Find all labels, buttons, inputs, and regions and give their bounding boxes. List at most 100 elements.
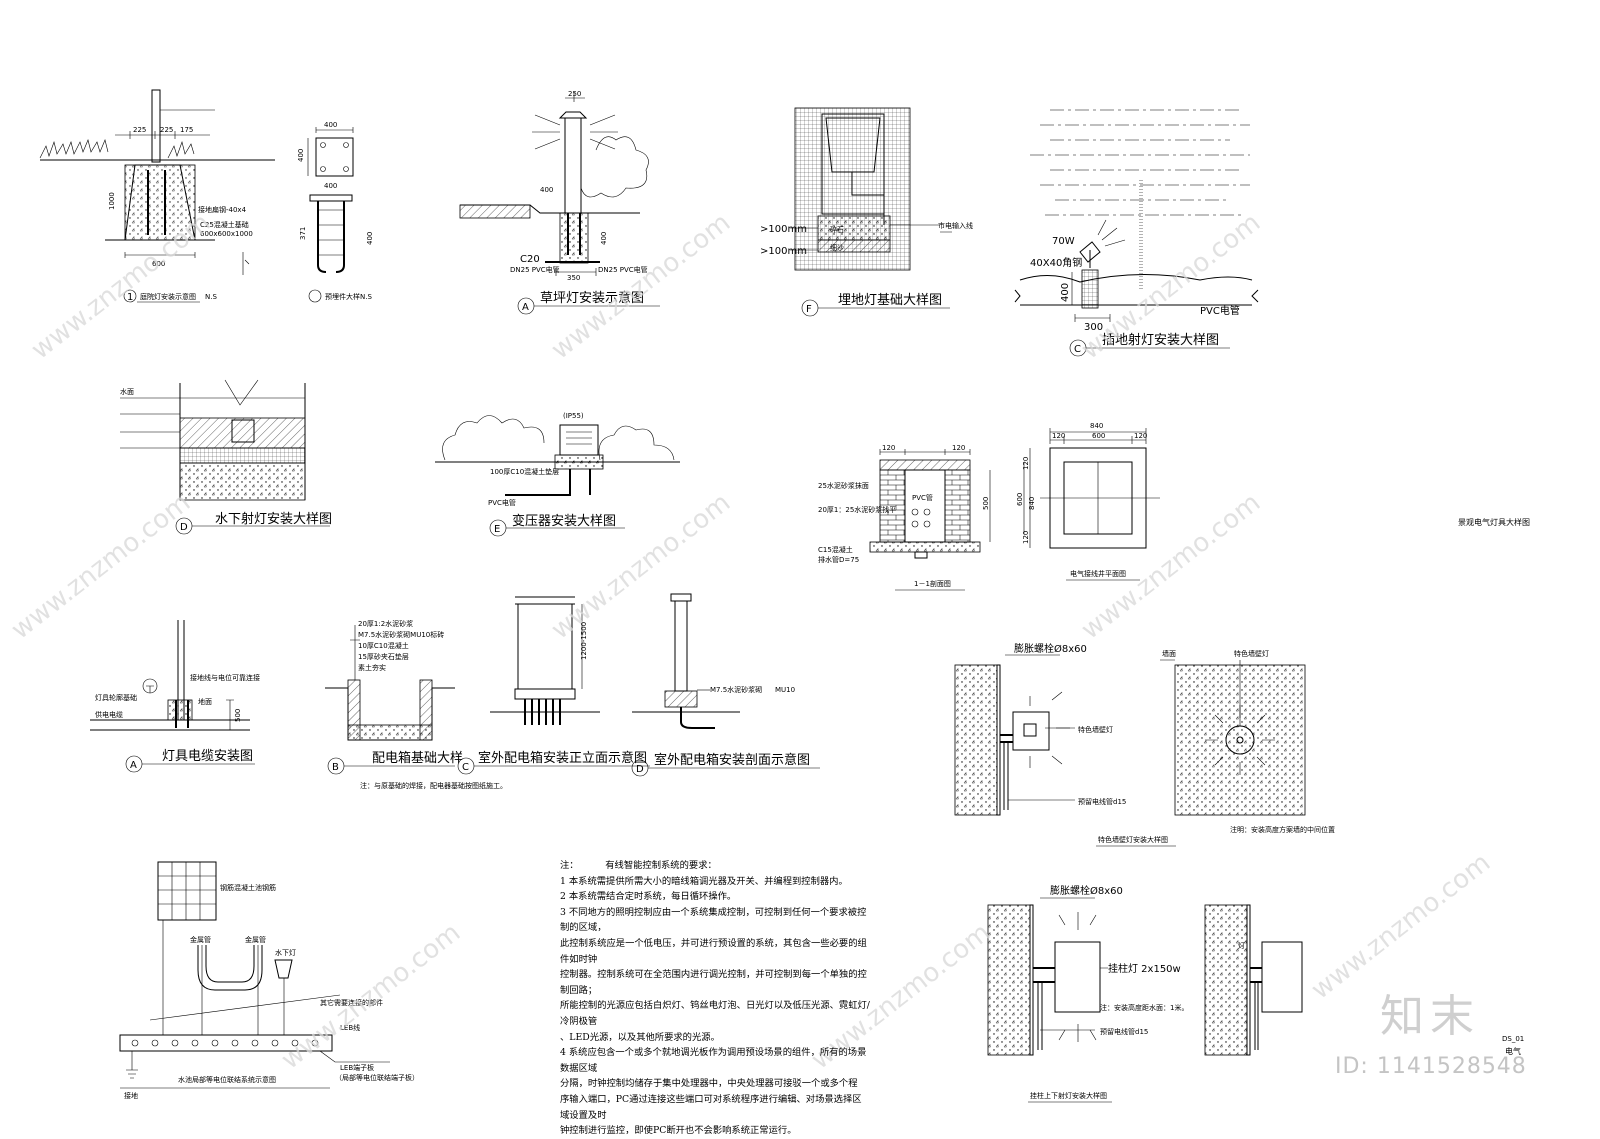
dim-371: 371 [299, 227, 307, 240]
title-section-1-1: 1－1剖面图 [914, 579, 951, 588]
note-pillar-height: 注：安装高度距水面：1米。 [1100, 1003, 1188, 1012]
watermark-4: www.znzmo.com [6, 488, 196, 646]
sheet-number: DS_01 [1502, 1035, 1525, 1043]
ul-label-water: 水面 [120, 387, 134, 396]
label-mortar-face: 25水泥砂浆抹面 [818, 481, 869, 490]
dim-500-cable: 500 [234, 709, 242, 722]
notes-item-3: 3 不同地方的照明控制应由一个系统集成控制，可控制到任何一个要求被控制的区域， [560, 906, 867, 934]
dim-1200-1500: 1200-1500 [580, 622, 588, 660]
notes-item-9: 分隔，时钟控制均储存于集中处理器中，中央处理器可接驳一个或多个程 [560, 1078, 858, 1090]
dim-175: 175 [180, 126, 193, 134]
dim-400-base-lawn: 400 [600, 232, 608, 245]
dim-plan-840: 840 [1090, 422, 1103, 430]
label-wall-conduit: 预留电线管d15 [1078, 797, 1126, 806]
note-c25-base: C25混凝土基础 [200, 220, 249, 229]
title-plan-manhole: 电气接线井平面图 [1070, 569, 1126, 578]
detail-title-dist-section: 室外配电箱安装剖面示意图 [654, 752, 810, 768]
detail-title-underwater: 水下射灯安装大样图 [215, 511, 332, 527]
note-dist-base: 注：与原基础的焊接，配电器基础按图纸施工。 [360, 781, 507, 790]
notes-item-6: 所能控制的光源应包括白炽灯、钨丝电灯泡、日光灯以及低压光源、霓虹灯/冷阴极管 [560, 1000, 870, 1027]
detail-pillar-light: 膨胀螺栓Ø8x60 挂柱灯 2x150w 注：安装高度距水面：1米。 预留电线管… [987, 884, 1303, 1103]
label-pillar-lamp-side: 灯 [1238, 941, 1245, 950]
dim-400-spot: 400 [1060, 283, 1071, 302]
dim-400-top: 400 [324, 121, 337, 129]
dim-plan-120c: 120 [1022, 457, 1030, 470]
label-pillar-conduit: 预留电线管d15 [1100, 1027, 1148, 1036]
label-gt100-top: >100mm [760, 224, 807, 235]
dim-plan-600b: 600 [1016, 493, 1024, 506]
label-lamp-base: 灯具轮廓基础 [95, 693, 137, 702]
label-supply-cable: 供电电缆 [95, 710, 123, 719]
detail-letter-dist-base: B [332, 762, 339, 773]
detail-garden-light: 225 225 175 1000 600 C25混凝土基础 600x600x10… [39, 89, 275, 303]
detail-underwater-light: 水面 D 水下射灯安装大样图 [120, 379, 332, 535]
label-pillar-bolt: 膨胀螺栓Ø8x60 [1050, 884, 1123, 897]
label-pvc-spot: PVC电管 [1200, 304, 1240, 317]
label-gt100-bottom: >100mm [760, 246, 807, 257]
dim-225-a: 225 [133, 126, 146, 134]
label-pillar-lamp: 挂柱灯 2x150w [1108, 962, 1181, 975]
wall-label-lamp-front: 特色墙壁灯 [1234, 649, 1269, 658]
note-wall-light: 注明：安装高度方案墙的中间位置 [1230, 825, 1335, 834]
label-wall-surface: 墙面 [1162, 649, 1176, 658]
label-pool-rebar: 钢筋混凝土池钢筋 [220, 883, 276, 892]
dim-400-top-lawn: 400 [540, 186, 553, 194]
detail-title-inground: 埋地灯基础大样图 [838, 293, 942, 308]
detail-scale-anchor: N.S [360, 293, 372, 301]
label-c15: C15混凝土 [818, 545, 853, 554]
detail-letter-underwater: D [180, 522, 188, 533]
detail-letter-dist-section: D [636, 764, 644, 775]
detail-title-dist-front: 室外配电箱安装正立面示意图 [478, 750, 647, 766]
title-equipotential: 水池局部等电位联结系统示意图 [178, 1075, 276, 1084]
detail-lawn-light: 250 400 400 350 C20 DN25 PVC电管 DN25 PVC电… [459, 90, 660, 315]
notes-item-11: 钟控制进行监控，即使PC断开也不会影响系统正常运行。 [560, 1125, 797, 1137]
dim-1000: 1000 [108, 192, 116, 210]
label-fine-sand: 细沙 [830, 243, 844, 252]
label-dn25-right: DN25 PVC电管 [598, 265, 648, 274]
dim-250: 250 [568, 90, 581, 98]
image-id: ID: 1141528548 [1335, 1054, 1527, 1079]
control-system-notes: 注： 有线智能控制系统的要求： 1 本系统需提供所需大小的暗线箱调光器及开关、并… [560, 858, 870, 1139]
notes-item-10: 序输入端口，PC通过连接这些端口可对系统程序进行编辑、对场景选择区域设置及时 [560, 1093, 862, 1121]
dim-400-right: 400 [366, 232, 374, 245]
detail-dist-box-section: M7.5水泥砂浆砌 MU10 D 室外配电箱安装剖面示意图 [631, 593, 820, 777]
dim-plan-840b: 840 [1028, 497, 1036, 510]
label-leb-board: LEB端子板 [340, 1063, 374, 1072]
dim-225-b: 225 [160, 126, 173, 134]
brand-logo: 知末 [1380, 991, 1480, 1042]
detail-cable-install: 灯具轮廓基础 供电电缆 地面 接地线与电位可靠连接 500 A 灯具电缆安装图 [90, 620, 260, 773]
detail-letter-lawn: A [522, 302, 529, 313]
label-angle-steel: 40X40角钢 [1030, 256, 1082, 269]
detail-transformer: (IP55) 100厚C10混凝土垫层 PVC电管 E 变压器安装大样图 [435, 412, 680, 537]
layer-4: 15厚砂夹石垫层 [358, 652, 409, 661]
label-other-parts: 其它需要连接的部件 [320, 998, 383, 1007]
label-metal-pipe-2: 金属管 [245, 935, 266, 944]
detail-title-transformer: 变压器安装大样图 [512, 513, 616, 529]
detail-title-dist-base: 配电箱基础大样 [372, 750, 463, 766]
dim-plan-120a: 120 [1052, 432, 1065, 440]
dim-mh-500: 500 [982, 497, 990, 510]
detail-number: 1 [127, 292, 133, 303]
label-dn25-left: DN25 PVC电管 [510, 265, 560, 274]
dim-mh-120a: 120 [882, 444, 895, 452]
label-ground-surface: 地面 [198, 697, 212, 706]
notes-subheading: 有线智能控制系统的要求： [605, 860, 717, 871]
label-c10-cushion: 100厚C10混凝土垫层 [490, 467, 559, 476]
label-pvc-mh: PVC管 [912, 493, 933, 502]
label-mu10: MU10 [775, 686, 795, 694]
label-leb-board-desc: （局部等电位联结端子板） [335, 1073, 419, 1082]
detail-inground-light: >100mm >100mm 碎石 细沙 市电输入线 F 埋地灯基础大样图 [760, 107, 973, 317]
label-underwater-lamp: 水下灯 [275, 948, 296, 957]
dim-350: 350 [567, 274, 580, 282]
layer-3: 10厚C10混凝土 [358, 641, 409, 650]
watermark-6: www.znzmo.com [1076, 488, 1266, 646]
dim-plan-120d: 120 [1022, 531, 1030, 544]
detail-equipotential: 钢筋混凝土池钢筋 金属管 金属管 水下灯 其它需要连接的部件 LEB线 LEB端… [119, 861, 419, 1100]
label-drain: 排水管D=75 [818, 555, 859, 564]
label-m75-mortar: M7.5水泥砂浆砌 [710, 685, 762, 694]
notes-item-5: 控制器。控制系统可在全范围内进行调光控制，并可控制到每一个单独的控制回路； [560, 969, 867, 996]
label-ip55: (IP55) [563, 412, 584, 420]
label-c20: C20 [520, 254, 540, 265]
dim-plan-600: 600 [1092, 432, 1105, 440]
